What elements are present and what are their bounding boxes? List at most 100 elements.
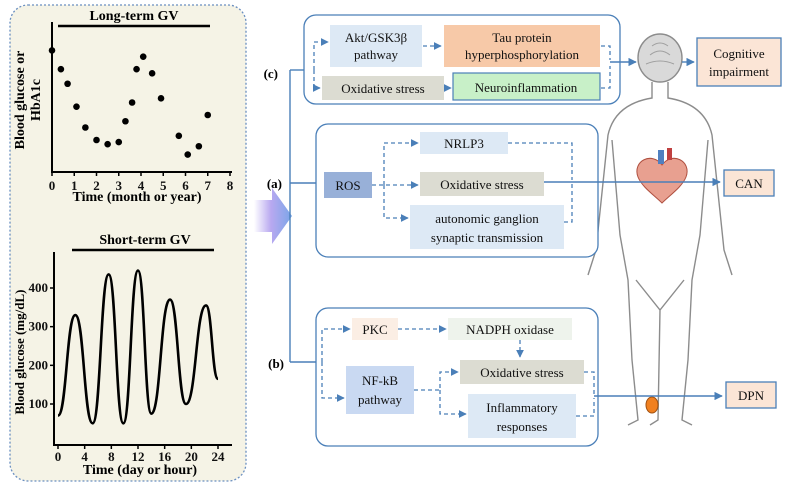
short-term-gv-chart: Short-term GV Blood glucose (mg/dL) 100 2… <box>12 233 232 478</box>
c-oxidative-text: Oxidative stress <box>341 81 424 96</box>
tau-line1: Tau protein <box>492 30 552 45</box>
dpn-text: DPN <box>738 388 765 403</box>
cognitive-impairment-box <box>696 37 782 87</box>
svg-text:Blood glucose or: Blood glucose or <box>13 51 28 150</box>
nfkb-line2: pathway <box>358 392 403 407</box>
long-term-point <box>57 65 65 73</box>
long-term-point <box>133 65 140 73</box>
long-term-x-tick: 7 <box>205 178 212 193</box>
short-term-x-tick: 16 <box>158 449 172 464</box>
heart-icon <box>636 148 688 204</box>
short-term-ylabel: Blood glucose (mg/dL) <box>12 290 27 415</box>
nadph-box <box>448 318 572 340</box>
short-term-x-tick: 12 <box>132 449 145 464</box>
cognitive-line2: impairment <box>709 64 769 79</box>
tau-line2: hyperphosphorylation <box>465 47 580 62</box>
long-term-x-tick: 0 <box>49 178 56 193</box>
long-term-point <box>122 117 129 125</box>
nadph-text: NADPH oxidase <box>466 322 554 337</box>
long-term-point <box>195 142 203 150</box>
ganglion-line1: autonomic ganglion <box>435 211 539 226</box>
long-term-point <box>139 53 147 60</box>
long-term-x-tick: 2 <box>93 178 100 193</box>
long-term-point <box>184 151 192 158</box>
panel-a-label: (a) <box>267 176 282 191</box>
short-term-xlabel: Time (day or hour) <box>83 463 198 478</box>
nfkb-line1: NF-kB <box>362 373 398 388</box>
a-oxidative-box <box>420 172 544 196</box>
c-oxidative-box <box>322 76 444 100</box>
short-term-x-ticks: 0 4 8 12 16 20 24 <box>55 445 225 464</box>
ros-box <box>324 172 372 198</box>
short-term-title: Short-term GV <box>99 233 190 248</box>
long-term-point <box>204 111 212 119</box>
tau-box <box>444 25 600 67</box>
inflammatory-box <box>468 394 576 438</box>
human-body-silhouette <box>587 33 733 426</box>
panel-b-label: (b) <box>268 356 284 371</box>
long-term-ylabel: Blood glucose or HbA1c <box>13 51 44 150</box>
dpn-box <box>725 381 777 409</box>
long-term-point <box>82 124 89 131</box>
pkc-box <box>352 318 398 340</box>
short-term-y-tick: 400 <box>29 280 49 295</box>
long-term-point <box>64 80 71 88</box>
inflammatory-line2: responses <box>497 419 548 434</box>
long-term-x-tick: 1 <box>71 178 78 193</box>
short-term-series-line <box>56 269 220 425</box>
long-term-point <box>104 140 111 148</box>
long-term-x-tick: 6 <box>182 178 189 193</box>
short-term-y-tick: 300 <box>29 319 49 334</box>
short-term-x-tick: 8 <box>108 449 115 464</box>
nrlp3-box <box>420 132 508 154</box>
ganglion-box <box>410 205 564 249</box>
a-oxidative-text: Oxidative stress <box>440 177 523 192</box>
transition-arrow <box>254 188 292 244</box>
akt-line2: pathway <box>354 47 399 62</box>
long-term-points <box>48 47 212 158</box>
akt-gsk3b-box <box>330 25 422 67</box>
long-term-point <box>115 138 123 146</box>
long-term-point <box>48 47 56 54</box>
akt-line1: Akt/GSK3β <box>345 30 408 45</box>
b-oxidative-box <box>460 360 584 384</box>
panel-a: (a) ROS NRLP3 Oxidative stress autonomic… <box>267 123 775 258</box>
long-term-point <box>73 103 80 110</box>
neuroinflammation-text: Neuroinflammation <box>475 80 578 95</box>
panel-c-label: (c) <box>264 66 278 81</box>
short-term-y-ticks: 100 200 300 400 <box>29 280 54 411</box>
short-term-y-tick: 100 <box>29 396 49 411</box>
long-term-title: Long-term GV <box>89 9 178 24</box>
short-term-x-tick: 4 <box>81 449 88 464</box>
long-term-point <box>128 99 136 106</box>
ganglion-line2: synaptic transmission <box>431 230 544 245</box>
long-term-point <box>148 70 156 77</box>
can-box <box>723 169 775 197</box>
neuroinflammation-box <box>452 72 601 101</box>
nfkb-box <box>346 366 414 414</box>
long-term-xlabel: Time (month or year) <box>73 190 202 205</box>
ros-text: ROS <box>335 178 360 193</box>
long-term-point <box>157 95 165 102</box>
b-oxidative-text: Oxidative stress <box>480 365 563 380</box>
short-term-x-tick: 0 <box>55 449 62 464</box>
cognitive-line1: Cognitive <box>713 46 765 61</box>
long-term-x-tick: 8 <box>227 178 234 193</box>
nrlp3-text: NRLP3 <box>444 136 484 151</box>
long-term-x-tick: 3 <box>116 178 123 193</box>
can-text: CAN <box>735 176 763 191</box>
svg-text:HbA1c: HbA1c <box>29 79 44 121</box>
short-term-x-tick: 24 <box>212 449 226 464</box>
short-term-x-tick: 20 <box>185 449 198 464</box>
long-term-point <box>175 132 183 140</box>
foot-nerve-icon <box>645 396 659 414</box>
panel-b: (b) PKC NADPH oxidase NF-kB pathway Oxid… <box>268 307 777 447</box>
panel-c: (c) Akt/GSK3β pathway Tau protein hyperp… <box>264 14 782 105</box>
long-term-x-tick: 4 <box>138 178 145 193</box>
short-term-y-tick: 200 <box>29 357 49 372</box>
pkc-text: PKC <box>362 322 387 337</box>
